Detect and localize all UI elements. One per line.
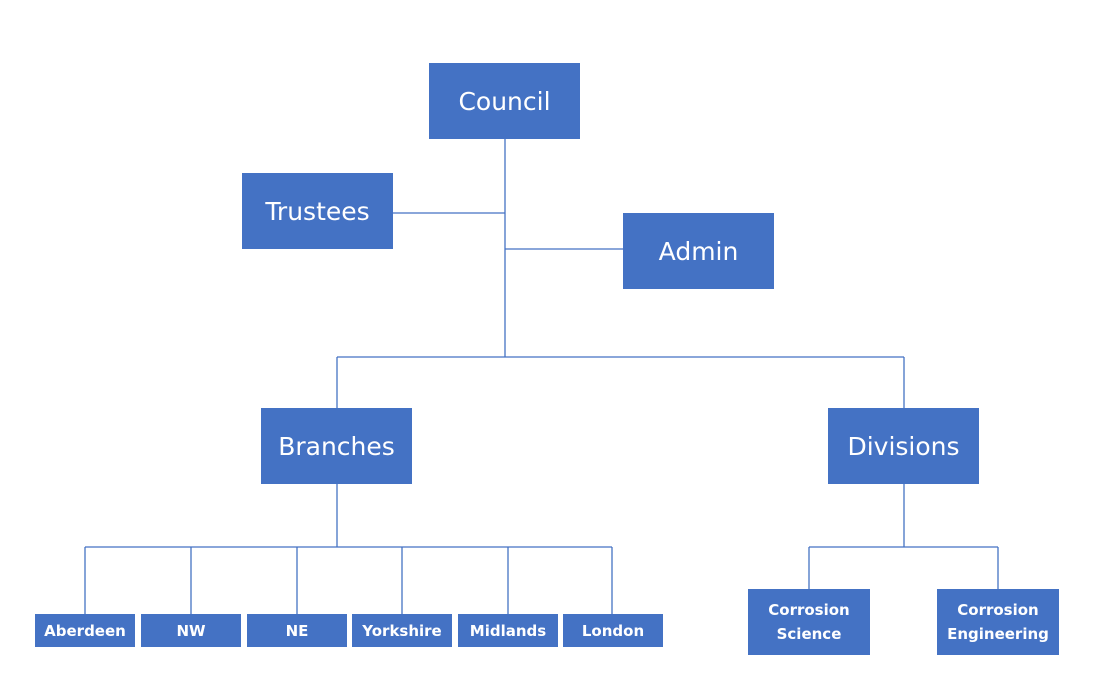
node-admin: Admin [623, 213, 774, 289]
node-branch-ne: NE [247, 614, 347, 647]
node-branch-label: Aberdeen [44, 621, 126, 640]
node-branch-nw: NW [141, 614, 241, 647]
node-council-label: Council [458, 86, 551, 116]
node-council: Council [429, 63, 580, 139]
node-divisions: Divisions [828, 408, 979, 484]
node-division-label-line1: Corrosion [957, 601, 1039, 619]
node-branches: Branches [261, 408, 412, 484]
node-division-corrosion-engineering: Corrosion Engineering [937, 589, 1059, 655]
node-trustees: Trustees [242, 173, 393, 249]
node-division-corrosion-science: Corrosion Science [748, 589, 870, 655]
node-branch-label: NW [176, 621, 206, 640]
node-branch-london: London [563, 614, 663, 647]
node-trustees-label: Trustees [265, 196, 370, 226]
node-branch-aberdeen: Aberdeen [35, 614, 135, 647]
node-division-label-line2: Science [776, 625, 842, 643]
node-branch-label: Midlands [469, 621, 547, 640]
node-branch-label: NE [285, 621, 309, 640]
node-admin-label: Admin [658, 236, 739, 266]
node-branch-yorkshire: Yorkshire [352, 614, 452, 647]
node-branch-label: London [581, 621, 645, 640]
node-divisions-label: Divisions [847, 431, 960, 461]
node-branch-midlands: Midlands [458, 614, 558, 647]
node-branches-label: Branches [278, 431, 395, 461]
node-branch-label: Yorkshire [362, 621, 442, 640]
node-division-label-line2: Engineering [947, 625, 1049, 643]
node-division-label-line1: Corrosion [768, 601, 850, 619]
